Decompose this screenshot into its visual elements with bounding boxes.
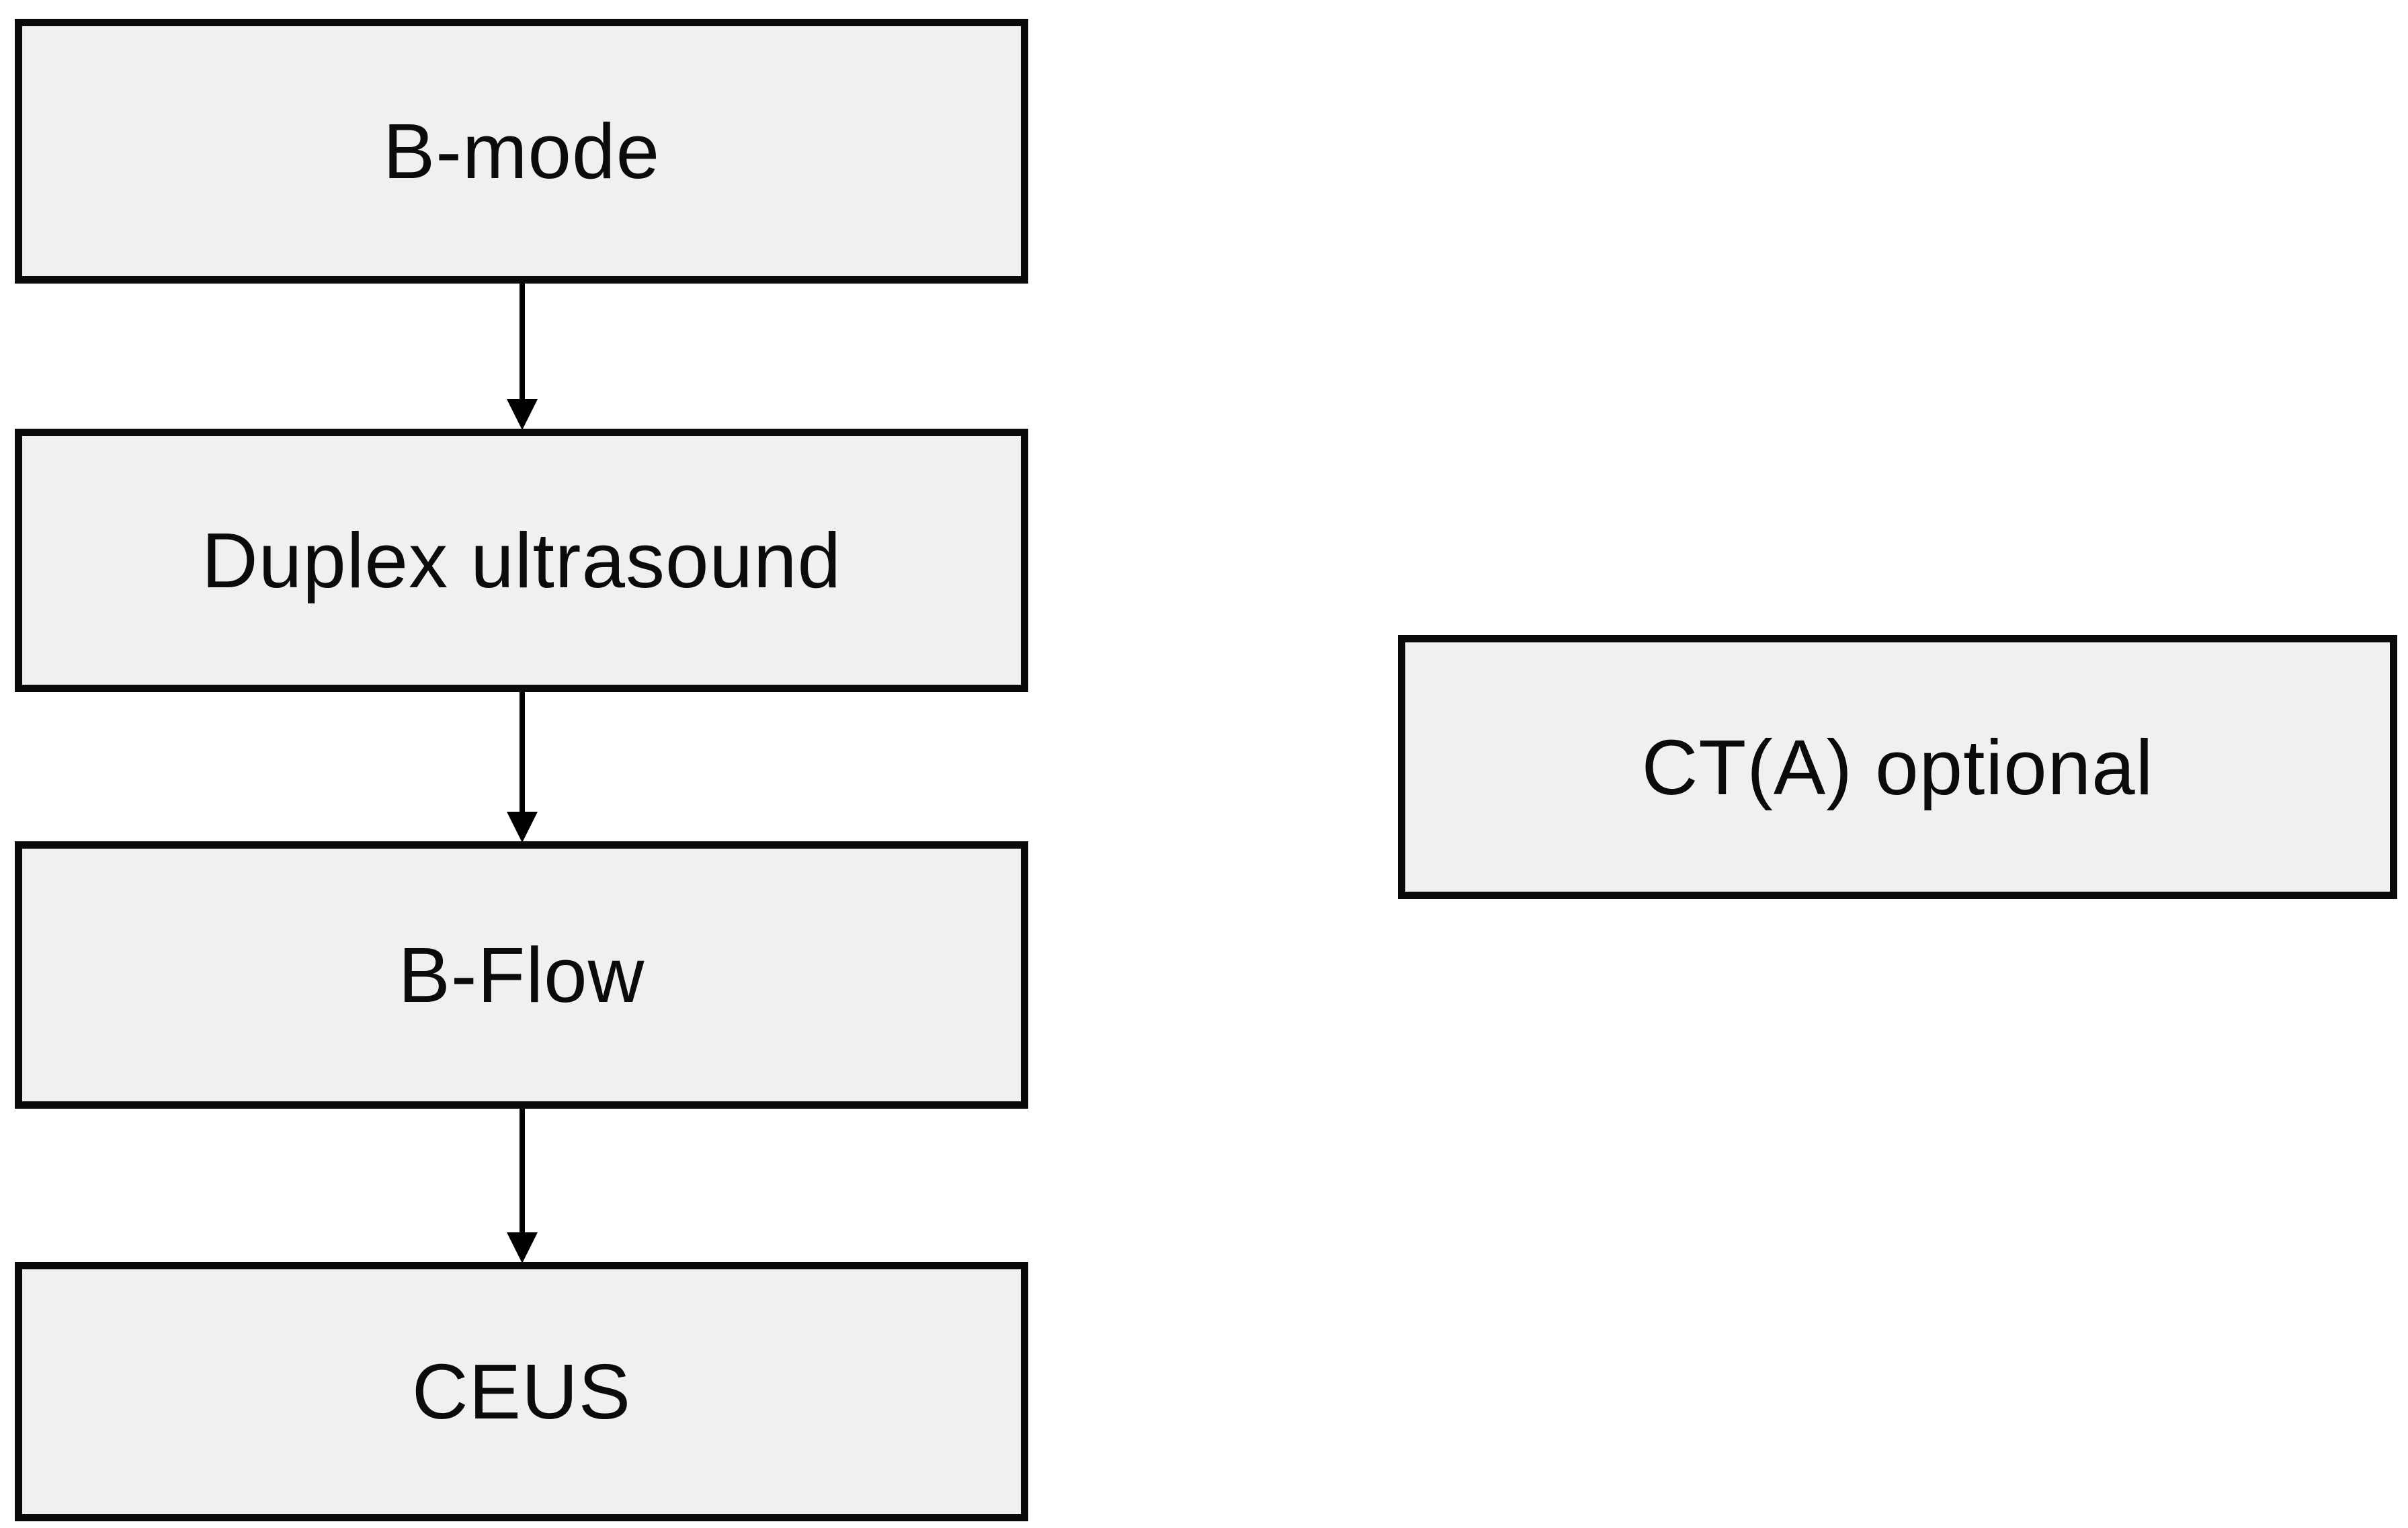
flow-node-duplex-ultrasound: Duplex ultrasound: [15, 429, 1028, 692]
arrow-shaft: [520, 692, 525, 813]
flow-node-label: CT(A) optional: [1641, 723, 2154, 811]
arrow-head-down-icon: [507, 1232, 538, 1263]
flow-node-b-mode: B-mode: [15, 19, 1028, 284]
connector-arrow-bmode-to-duplex: [507, 284, 538, 430]
flow-node-label: Duplex ultrasound: [201, 517, 842, 604]
flow-node-ct-a-optional: CT(A) optional: [1398, 635, 2397, 899]
flow-node-label: CEUS: [411, 1348, 632, 1435]
flow-node-label: B-Flow: [398, 931, 645, 1019]
arrow-head-down-icon: [507, 812, 538, 843]
arrow-shaft: [520, 1109, 525, 1234]
arrow-shaft: [520, 284, 525, 400]
connector-arrow-duplex-to-bflow: [507, 692, 538, 843]
connector-arrow-bflow-to-ceus: [507, 1109, 538, 1263]
arrow-head-down-icon: [507, 399, 538, 430]
flow-node-b-flow: B-Flow: [15, 841, 1028, 1109]
flow-node-label: B-mode: [382, 108, 661, 195]
flow-node-ceus: CEUS: [15, 1262, 1028, 1521]
